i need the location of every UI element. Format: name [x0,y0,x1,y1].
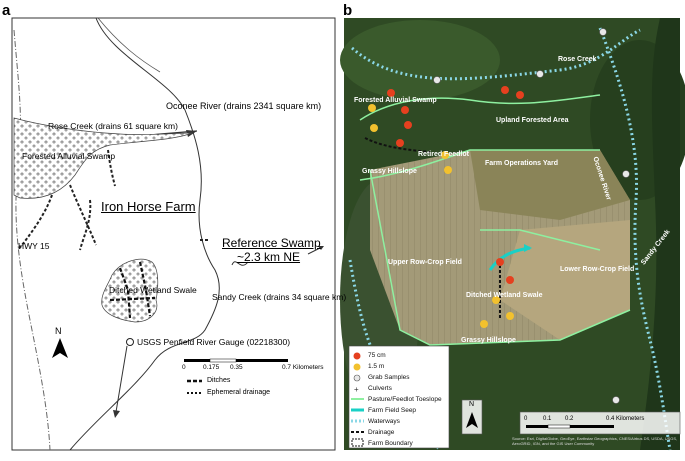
legend-b-label-6: Waterways [368,418,400,425]
toeslope-line-4 [480,229,601,251]
gauge-label: USGS Penfield River Gauge (02218300) [137,337,291,347]
b-grassy-bottom-label: Grassy Hillslope [461,337,516,344]
scale-b-tick-3: 0.4 Kilometers [606,416,645,422]
panel-a-scale-bar [184,358,288,363]
legend-b-label-2: Grab Samples [368,374,410,381]
scale-b-tick-2: 0.2 [565,416,574,422]
river-corridor [640,18,680,450]
ditch-line-2 [138,261,152,317]
legend-ephemeral-label: Ephemeral drainage [207,389,271,396]
b-farm-ops-label: Farm Operations Yard [485,160,559,167]
ref-swamp-label-1: Reference Swamp [222,236,321,250]
panel-b-north-arrow-icon [466,412,478,428]
panel-b-legend-box [348,345,450,449]
panel-b-north-label: N [469,401,475,408]
b-swamp-label: Forested Alluvial Swamp [354,97,437,104]
farm-ops-area [470,150,630,220]
legend-b-label-4: Pasture/Feedlot Toeslope [368,396,442,403]
toeslope-line-1 [359,94,601,121]
legend-75cm-icon [353,352,361,360]
legend-b-label-7: Drainage [368,429,395,436]
oconee-label: Oconee River (drains 2341 square km) [166,101,322,111]
samples-15m [368,104,514,328]
ditched-swale-label: Ditched Wetland Swale [109,285,197,295]
ref-squiggle [231,261,249,266]
ditch-line-3 [109,296,156,302]
waterway-rose-creek [351,28,641,81]
sandy-creek-label: Sandy Creek (drains 34 square km) [212,292,347,302]
scale-b-tick-0: 0 [524,416,528,422]
scale-a-tick-0: 0 [182,364,186,371]
scale-a-tick-2: 0.35 [230,364,243,371]
hwy-label: HWY 15 [18,241,50,251]
attribution-text: Source: Esri, DigitalGlobe, GeoEye, Eart… [512,436,678,446]
scale-a-tick-1: 0.175 [203,364,220,371]
field-seep-arrow-icon [524,244,532,252]
oconee-river-bank [69,17,220,451]
legend-b-label-5: Farm Field Seep [368,407,417,414]
ref-arrow-icon [318,246,324,250]
ref-swamp-label-2: ~2.3 km NE [237,250,301,264]
scale-b-tick-1: 0.1 [543,416,552,422]
toeslope-line-2 [359,149,600,181]
legend-b-label-8: Farm Boundary [368,440,413,447]
grab-samples [433,28,630,404]
b-grassy-top-label: Grassy Hillslope [362,168,417,175]
panel-b-map: + [340,18,685,452]
scale-a-tick-3: 0.7 Kilometers [282,364,324,371]
panel-a-frame [11,17,336,451]
panel-b-scale-seg-2 [547,424,571,429]
panel-b-letter: b [343,2,353,19]
oconee-upper-bank [97,17,161,73]
panel-a-north-label: N [55,326,62,336]
ephemeral-drainage-3 [79,199,92,251]
panel-a-north-arrow-icon [52,338,68,358]
b-upland-label: Upland Forested Area [496,117,569,124]
panel-b-scale-seg-1 [526,425,548,428]
panel-b-scale-box [519,411,681,435]
b-upper-field-label: Upper Row-Crop Field [388,259,462,266]
legend-b-label-1: 1.5 m [368,363,385,370]
toeslope-line-3 [369,169,631,346]
rose-creek-label: Rose Creek (drains 61 square km) [48,121,178,131]
ditch-line-1 [118,267,132,319]
forested-swamp-area [13,117,193,199]
legend-grab-icon [353,374,361,382]
gauge-icon [126,338,134,346]
gauge-arrow-icon [113,410,120,418]
panel-b-scale-seg-3 [570,425,614,428]
b-feedlot-label: Retired Feedlot [418,151,469,158]
panel-a-letter: a [2,2,11,19]
legend-ditches-label: Ditches [207,377,231,384]
forest-blob-1 [340,20,500,100]
samples-75cm [387,86,524,284]
legend-culvert-icon: + [354,385,359,394]
waterway-oconee [598,27,672,451]
ephemeral-drainage-1 [17,194,53,251]
legend-b-label-3: Culverts [368,385,392,392]
forested-swamp-label: Forested Alluvial Swamp [22,151,116,161]
legend-15m-icon [353,363,361,371]
ephemeral-drainage-2 [69,184,97,246]
drainage-line-1 [364,137,431,153]
legend-b-label-0: 75 cm [368,352,386,359]
b-lower-field-label: Lower Row-Crop Field [560,266,635,273]
gauge-arrow-line [115,345,128,413]
farm-label: Iron Horse Farm [101,199,196,214]
b-swale-label: Ditched Wetland Swale [466,292,543,299]
b-rose-creek-label: Rose Creek [558,56,597,63]
